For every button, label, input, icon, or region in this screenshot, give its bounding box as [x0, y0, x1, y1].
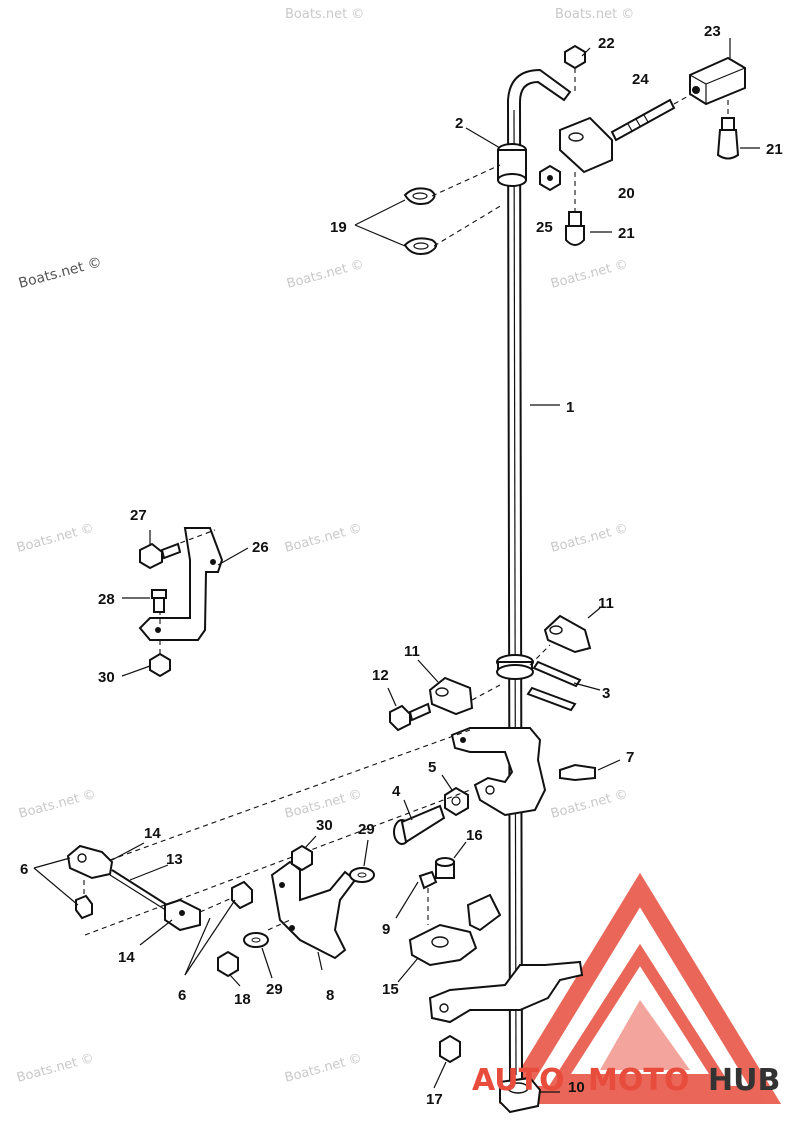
- brand-hub: HUB: [708, 1063, 780, 1098]
- shaft-part-1: [496, 68, 572, 1081]
- callout-24: 24: [632, 71, 649, 88]
- callout-12: 12: [372, 667, 389, 684]
- callout-29: 29: [358, 821, 375, 838]
- callout-8: 8: [326, 987, 334, 1004]
- callout-17: 17: [426, 1091, 443, 1108]
- lower-lever-part-10: [428, 960, 584, 1114]
- logo-triangle-core: [600, 1000, 690, 1070]
- callout-9: 9: [382, 921, 390, 938]
- callout-3: 3: [602, 685, 610, 702]
- callout-5: 5: [428, 759, 436, 776]
- watermark: Boats.net ©: [285, 257, 365, 292]
- callout-21: 21: [766, 141, 783, 158]
- callout-26: 26: [252, 539, 269, 556]
- callout-28: 28: [98, 591, 115, 608]
- callout-29: 29: [266, 981, 283, 998]
- callout-16: 16: [466, 827, 483, 844]
- callout-27: 27: [130, 507, 147, 524]
- link-rod-part-13: [66, 729, 471, 936]
- watermark: Boats.net ©: [549, 257, 629, 292]
- callout-22: 22: [598, 35, 615, 52]
- watermark: Boats.net ©: [283, 521, 363, 556]
- callout-numbers: 1 2 3 4 5 6 6 7 8 9 10 11 11 12 13 14 14…: [20, 23, 783, 1108]
- callout-30: 30: [316, 817, 333, 834]
- clamp-parts-11: [389, 614, 592, 732]
- automotohub-logo: [498, 872, 782, 1104]
- brand-moto: MOTO: [588, 1063, 689, 1098]
- callout-14: 14: [118, 949, 135, 966]
- callout-11: 11: [404, 643, 420, 660]
- callout-10: 10: [568, 1079, 585, 1096]
- watermark: Boats.net ©: [549, 787, 629, 822]
- leader-lines: [33, 38, 760, 1093]
- callout-7: 7: [626, 749, 634, 766]
- callout-11: 11: [598, 595, 614, 612]
- automotohub-brand: AUTO MOTO HUB: [472, 1063, 780, 1098]
- watermark: Boats.net ©: [555, 7, 634, 22]
- callout-6: 6: [178, 987, 186, 1004]
- callout-4: 4: [392, 783, 401, 800]
- callout-6: 6: [20, 861, 28, 878]
- callout-20: 20: [618, 185, 635, 202]
- callout-13: 13: [166, 851, 183, 868]
- callout-18: 18: [234, 991, 251, 1008]
- lever-assembly: [393, 727, 596, 845]
- callout-2: 2: [455, 115, 463, 132]
- watermark: Boats.net ©: [285, 7, 364, 22]
- callout-14: 14: [144, 825, 161, 842]
- bracket-part-8: [217, 844, 375, 978]
- clip-part-19: [403, 164, 503, 255]
- watermark: Boats.net ©: [17, 787, 97, 822]
- logo-triangle-inner: [549, 943, 731, 1086]
- callout-23: 23: [704, 23, 721, 40]
- watermark: Boats.net ©: [549, 521, 629, 556]
- callout-19: 19: [330, 219, 347, 236]
- cam-part-15: [408, 857, 502, 967]
- brand-auto: AUTO: [472, 1063, 565, 1098]
- callout-21: 21: [618, 225, 635, 242]
- callout-15: 15: [382, 981, 399, 998]
- callout-25: 25: [536, 219, 553, 236]
- watermark: Boats.net ©: [17, 254, 104, 292]
- callout-30: 30: [98, 669, 115, 686]
- watermark: Boats.net ©: [283, 1051, 363, 1086]
- bracket-part-26: [138, 527, 224, 678]
- watermark: Boats.net ©: [15, 1051, 95, 1086]
- callout-1: 1: [566, 399, 574, 416]
- upper-linkage-parts: [539, 44, 746, 246]
- watermark: Boats.net ©: [15, 521, 95, 556]
- logo-triangle-outer: [498, 872, 782, 1104]
